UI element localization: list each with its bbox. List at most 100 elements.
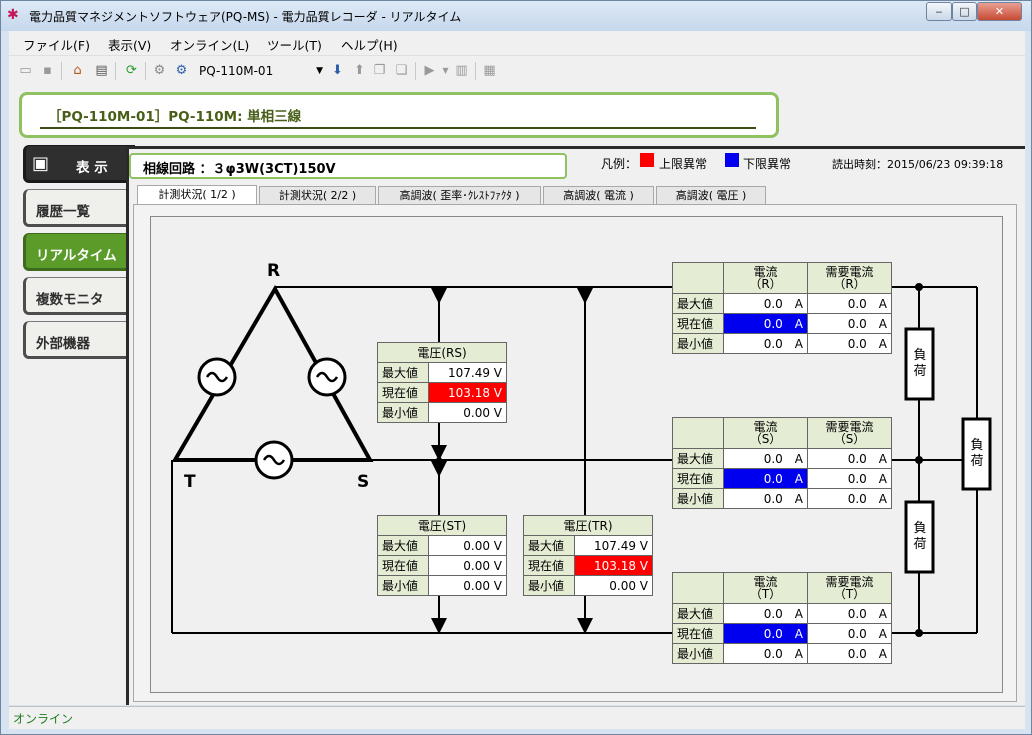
tab-measure-1[interactable]: 計測状況( 1/2 ) — [137, 185, 257, 205]
read-time: 読出時刻：2015/06/23 09:39:18 — [832, 158, 1004, 171]
tab-harmonic-distortion[interactable]: 高調波( 歪率･ｸﾚｽﾄﾌｧｸﾀ ) — [378, 186, 541, 205]
chart-icon[interactable]: ▥ — [455, 63, 468, 78]
nav-multi-monitor[interactable]: 複数モニタ — [23, 277, 127, 315]
row-min-label: 最小値 — [377, 575, 429, 596]
tab-harmonic-current[interactable]: 高調波( 電流 ) — [543, 186, 654, 205]
demand-t-min: 0.0 A — [807, 643, 892, 664]
demand-t-h2: 需要電流 — [825, 575, 874, 589]
load-box-upper — [904, 327, 935, 401]
download-icon[interactable]: ⬇ — [332, 63, 343, 78]
voltage-tr-current: 103.18 V — [574, 555, 653, 576]
title-bar[interactable]: ✱ 電力品質マネジメントソフトウェア(PQ-MS) - 電力品質レコーダ - リ… — [1, 1, 1031, 31]
phase-t-label: T — [184, 472, 196, 492]
demand-t-h2b: （T） — [833, 587, 866, 601]
nav-history[interactable]: 履歴一覧 — [23, 189, 127, 227]
demand-s-h2b: （S） — [833, 432, 866, 446]
connect-icon[interactable]: ⚙ — [153, 63, 166, 78]
toolbar-separator — [115, 62, 116, 80]
demand-s-max: 0.0 A — [807, 448, 892, 469]
row-current-label: 現在値 — [377, 382, 429, 403]
demand-t-max: 0.0 A — [807, 603, 892, 624]
monitor-icon: ▣ — [32, 153, 50, 174]
close-button[interactable]: ✕ — [977, 2, 1022, 21]
demand-t-current: 0.0 A — [807, 623, 892, 644]
current-r-h1: 電流 — [753, 265, 778, 279]
current-t-h1b: （T） — [749, 587, 782, 601]
menu-online[interactable]: オンライン(L) — [170, 38, 250, 53]
current-s-max: 0.0 A — [723, 448, 808, 469]
row-max-label: 最大値 — [672, 603, 724, 624]
print-icon[interactable]: ▤ — [95, 63, 108, 78]
play-icon[interactable]: ▶ — [424, 63, 435, 78]
nav-display[interactable]: ▣ 表 示 — [23, 145, 135, 183]
load-label-right: 負荷 — [970, 438, 984, 469]
demand-r-current: 0.0 A — [807, 313, 892, 334]
home-icon[interactable]: ⌂ — [73, 63, 82, 78]
menu-file[interactable]: ファイル(F) — [23, 38, 90, 53]
menu-view[interactable]: 表示(V) — [108, 38, 152, 53]
legend-title: 凡例： — [601, 157, 638, 171]
voltage-st-current: 0.00 V — [428, 555, 507, 576]
connection-status: オンライン — [13, 712, 74, 726]
nav-external-device[interactable]: 外部機器 — [23, 321, 127, 359]
open-folder-icon[interactable]: ▭ — [19, 63, 32, 78]
current-t-header-corner — [672, 572, 724, 604]
maximize-button[interactable]: □ — [952, 2, 977, 21]
device-header: ［PQ-110M-01］PQ-110M: 単相三線 — [19, 92, 779, 138]
current-s-current: 0.0 A — [723, 468, 808, 489]
voltage-tr-min: 0.00 V — [574, 575, 653, 596]
voltage-rs-min: 0.00 V — [428, 402, 507, 423]
row-current-label: 現在値 — [672, 313, 724, 334]
row-current-label: 現在値 — [672, 623, 724, 644]
menu-bar: ファイル(F) 表示(V) オンライン(L) ツール(T) ヘルプ(H) — [9, 31, 1025, 55]
nav-external-device-label: 外部機器 — [36, 336, 90, 352]
demand-r-h2b: （R） — [833, 277, 866, 291]
nav-realtime[interactable]: リアルタイム — [23, 233, 127, 271]
current-t-current: 0.0 A — [723, 623, 808, 644]
current-r-header: 電流（R） — [723, 262, 808, 294]
voltage-st-max: 0.00 V — [428, 535, 507, 556]
refresh-icon[interactable]: ⟳ — [126, 63, 137, 78]
device-select[interactable]: PQ-110M-01▼ — [199, 61, 325, 81]
row-max-label: 最大値 — [672, 448, 724, 469]
demand-r-min: 0.0 A — [807, 333, 892, 354]
voltage-tr-title: 電圧(TR) — [523, 515, 653, 536]
play-dropdown-icon[interactable]: ▼ — [442, 66, 449, 75]
toolbar-separator — [145, 62, 146, 80]
current-s-h1: 電流 — [753, 420, 778, 434]
minimize-button[interactable]: ‒ — [926, 2, 952, 21]
menu-help[interactable]: ヘルプ(H) — [341, 38, 398, 53]
toolbar: ▭ ▪ ⌂ ▤ ⟳ ⚙ ⚙ PQ-110M-01▼ ⬇ ⬆ ❐ ❏ ▶ ▼ ▥ … — [9, 55, 1025, 86]
circuit-label: 相線回路 ：３φ3W(3CT)150V — [143, 162, 336, 177]
current-r-current: 0.0 A — [723, 313, 808, 334]
menu-tools[interactable]: ツール(T) — [267, 38, 322, 53]
upload-icon[interactable]: ⬆ — [354, 63, 365, 78]
current-r-max: 0.0 A — [723, 293, 808, 314]
current-s-header-corner — [672, 417, 724, 449]
row-current-label: 現在値 — [672, 468, 724, 489]
page-title: ［PQ-110M-01］PQ-110M: 単相三線 — [48, 109, 302, 125]
copy-icon[interactable]: ❐ — [373, 63, 386, 78]
voltage-rs-max: 107.49 V — [428, 362, 507, 383]
legend-lower-swatch — [725, 153, 739, 167]
current-s-header: 電流（S） — [723, 417, 808, 449]
row-current-label: 現在値 — [377, 555, 429, 576]
tab-harmonic-voltage[interactable]: 高調波( 電圧 ) — [656, 186, 766, 205]
legend-lower-label: 下限異常 — [743, 157, 792, 171]
legend-upper-label: 上限異常 — [659, 157, 708, 171]
save-icon[interactable]: ▪ — [43, 63, 52, 78]
export-icon[interactable]: ❏ — [395, 63, 408, 78]
disconnect-icon[interactable]: ⚙ — [175, 63, 188, 78]
demand-s-current: 0.0 A — [807, 468, 892, 489]
nav-history-label: 履歴一覧 — [36, 204, 90, 220]
grid-icon[interactable]: ▦ — [483, 63, 496, 78]
tab-measure-2[interactable]: 計測状況( 2/2 ) — [259, 186, 376, 205]
voltage-rs-title: 電圧(RS) — [377, 342, 507, 363]
load-box-lower — [904, 500, 935, 574]
voltage-st-title: 電圧(ST) — [377, 515, 507, 536]
